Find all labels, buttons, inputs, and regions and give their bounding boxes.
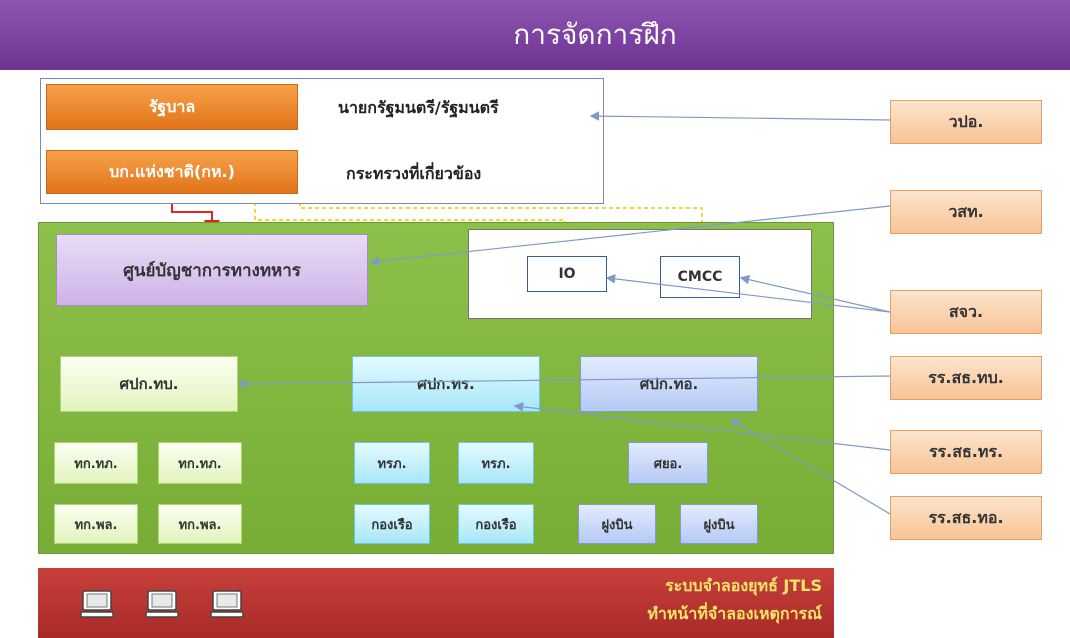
computer-icon [80, 590, 114, 618]
external-label-6: รร.สธ.ทอ. [928, 507, 1004, 527]
army-region-box-2[interactable]: ทก.ทภ. [158, 442, 242, 484]
army-division-label-2: ทก.พล. [178, 517, 222, 533]
army-branch-box[interactable]: ศปก.ทบ. [60, 356, 238, 412]
airforce-branch-label: ศปก.ทอ. [639, 375, 699, 393]
external-label-4: รร.สธ.ทบ. [928, 367, 1004, 387]
navy-fleet-label-2: กองเรือ [475, 517, 517, 533]
navy-region-label-1: ทรภ. [377, 456, 407, 472]
government-box-label: รัฐบาล [148, 96, 196, 116]
external-box-1[interactable]: วปอ. [890, 100, 1042, 144]
national-hq-box[interactable]: บก.แห่งชาติ(กห.) [46, 150, 298, 194]
prime-minister-label: นายกรัฐมนตรี/รัฐมนตรี [338, 98, 499, 117]
cmcc-label: CMCC [677, 269, 723, 285]
external-label-2: วสท. [948, 201, 984, 221]
airforce-branch-box[interactable]: ศปก.ทอ. [580, 356, 758, 412]
national-hq-label: บก.แห่งชาติ(กห.) [109, 161, 235, 181]
command-center-label: ศูนย์บัญชาการทางทหาร [123, 260, 301, 281]
army-branch-label: ศปก.ทบ. [119, 375, 179, 393]
title-bar: การจัดการฝึก [0, 0, 1070, 70]
computer-icon [210, 590, 244, 618]
army-division-box-2[interactable]: ทก.พล. [158, 504, 242, 544]
control-panel [468, 229, 812, 319]
external-label-5: รร.สธ.ทร. [928, 441, 1004, 461]
external-label-3: สจว. [948, 301, 984, 321]
squadron-label-1: ฝูงบิน [601, 517, 633, 533]
navy-fleet-label-1: กองเรือ [371, 517, 413, 533]
cmcc-box[interactable]: CMCC [660, 256, 740, 298]
navy-fleet-box-1[interactable]: กองเรือ [354, 504, 430, 544]
squadron-label-2: ฝูงบิน [703, 517, 735, 533]
army-region-label-1: ทก.ทภ. [74, 456, 118, 472]
simulation-title: ระบบจำลองยุทธ์ JTLS [665, 576, 822, 595]
army-region-box-1[interactable]: ทก.ทภ. [54, 442, 138, 484]
army-division-label-1: ทก.พล. [74, 517, 118, 533]
air-ops-box[interactable]: ศยอ. [628, 442, 708, 484]
external-box-3[interactable]: สจว. [890, 290, 1042, 334]
io-label: IO [558, 266, 576, 282]
external-label-1: วปอ. [948, 111, 984, 131]
navy-region-box-1[interactable]: ทรภ. [354, 442, 430, 484]
squadron-box-1[interactable]: ฝูงบิน [578, 504, 656, 544]
navy-branch-label: ศปก.ทร. [417, 375, 475, 393]
external-box-2[interactable]: วสท. [890, 190, 1042, 234]
external-box-5[interactable]: รร.สธ.ทร. [890, 430, 1042, 474]
page-title: การจัดการฝึก [513, 18, 677, 51]
navy-branch-box[interactable]: ศปก.ทร. [352, 356, 540, 412]
navy-region-box-2[interactable]: ทรภ. [458, 442, 534, 484]
navy-fleet-box-2[interactable]: กองเรือ [458, 504, 534, 544]
ministries-label: กระทรวงที่เกี่ยวข้อง [346, 164, 482, 183]
air-ops-label: ศยอ. [653, 456, 683, 472]
command-center-box[interactable]: ศูนย์บัญชาการทางทหาร [56, 234, 368, 306]
external-box-4[interactable]: รร.สธ.ทบ. [890, 356, 1042, 400]
computer-icon [145, 590, 179, 618]
navy-region-label-2: ทรภ. [481, 456, 511, 472]
external-box-6[interactable]: รร.สธ.ทอ. [890, 496, 1042, 540]
army-region-label-2: ทก.ทภ. [178, 456, 222, 472]
government-box[interactable]: รัฐบาล [46, 84, 298, 130]
simulation-subtitle: ทำหน้าที่จำลองเหตุการณ์ [647, 604, 822, 623]
io-box[interactable]: IO [527, 256, 607, 292]
army-division-box-1[interactable]: ทก.พล. [54, 504, 138, 544]
squadron-box-2[interactable]: ฝูงบิน [680, 504, 758, 544]
